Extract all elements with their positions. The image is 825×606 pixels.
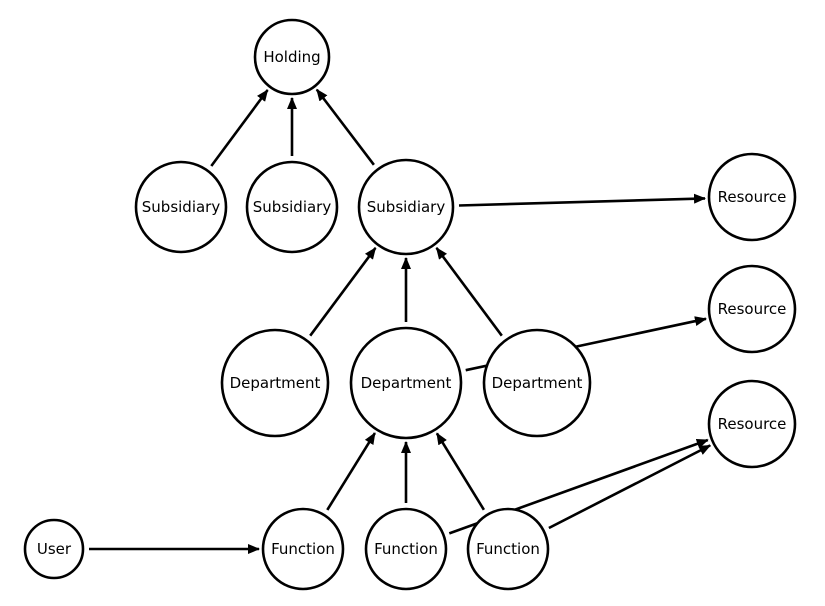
edge-subsidiary-3-to-resource-1	[458, 193, 706, 207]
node-resource-3: Resource	[707, 379, 797, 469]
node-circle-department-3	[482, 328, 592, 438]
node-subsidiary-3: Subsidiary	[357, 158, 455, 256]
node-function-2: Function	[364, 507, 448, 591]
edge-subsidiary-1-to-holding	[210, 89, 269, 167]
node-circle-resource-1	[707, 152, 797, 242]
node-resource-2: Resource	[707, 264, 797, 354]
node-label-function-2: Function	[374, 540, 438, 558]
node-label-subsidiary-1: Subsidiary	[142, 198, 221, 216]
node-circle-subsidiary-2	[245, 160, 339, 254]
node-function-1: Function	[261, 507, 345, 591]
node-label-user: User	[37, 540, 72, 558]
node-label-department-1: Department	[230, 374, 321, 392]
node-label-subsidiary-2: Subsidiary	[253, 198, 332, 216]
node-circle-subsidiary-3	[357, 158, 455, 256]
node-department-2: Department	[349, 326, 463, 440]
node-resource-1: Resource	[707, 152, 797, 242]
edge-department-3-to-subsidiary-3	[435, 247, 503, 337]
node-label-function-1: Function	[271, 540, 335, 558]
node-circle-function-1	[261, 507, 345, 591]
node-circle-subsidiary-1	[134, 160, 228, 254]
node-circle-function-3	[466, 507, 550, 591]
node-circle-user	[23, 518, 85, 580]
node-circle-function-2	[364, 507, 448, 591]
edges-layer	[89, 88, 712, 554]
edge-function-3-to-resource-3	[548, 444, 712, 530]
node-circle-resource-3	[707, 379, 797, 469]
node-function-3: Function	[466, 507, 550, 591]
node-circle-holding	[253, 18, 331, 96]
node-department-3: Department	[482, 328, 592, 438]
node-label-resource-2: Resource	[718, 300, 787, 318]
node-label-holding: Holding	[263, 48, 320, 66]
node-label-department-3: Department	[492, 374, 583, 392]
node-subsidiary-1: Subsidiary	[134, 160, 228, 254]
node-label-function-3: Function	[476, 540, 540, 558]
node-label-resource-3: Resource	[718, 415, 787, 433]
node-user: User	[23, 518, 85, 580]
edge-function-1-to-department-2	[326, 432, 377, 511]
edge-subsidiary-3-to-holding	[315, 88, 375, 166]
node-label-subsidiary-3: Subsidiary	[367, 198, 446, 216]
node-department-1: Department	[220, 328, 330, 438]
node-circle-department-1	[220, 328, 330, 438]
edge-function-3-to-department-2	[435, 432, 486, 511]
edge-department-1-to-subsidiary-3	[309, 247, 377, 337]
node-holding: Holding	[253, 18, 331, 96]
node-circle-department-2	[349, 326, 463, 440]
node-circle-resource-2	[707, 264, 797, 354]
node-label-department-2: Department	[361, 374, 452, 392]
node-subsidiary-2: Subsidiary	[245, 160, 339, 254]
node-label-resource-1: Resource	[718, 188, 787, 206]
